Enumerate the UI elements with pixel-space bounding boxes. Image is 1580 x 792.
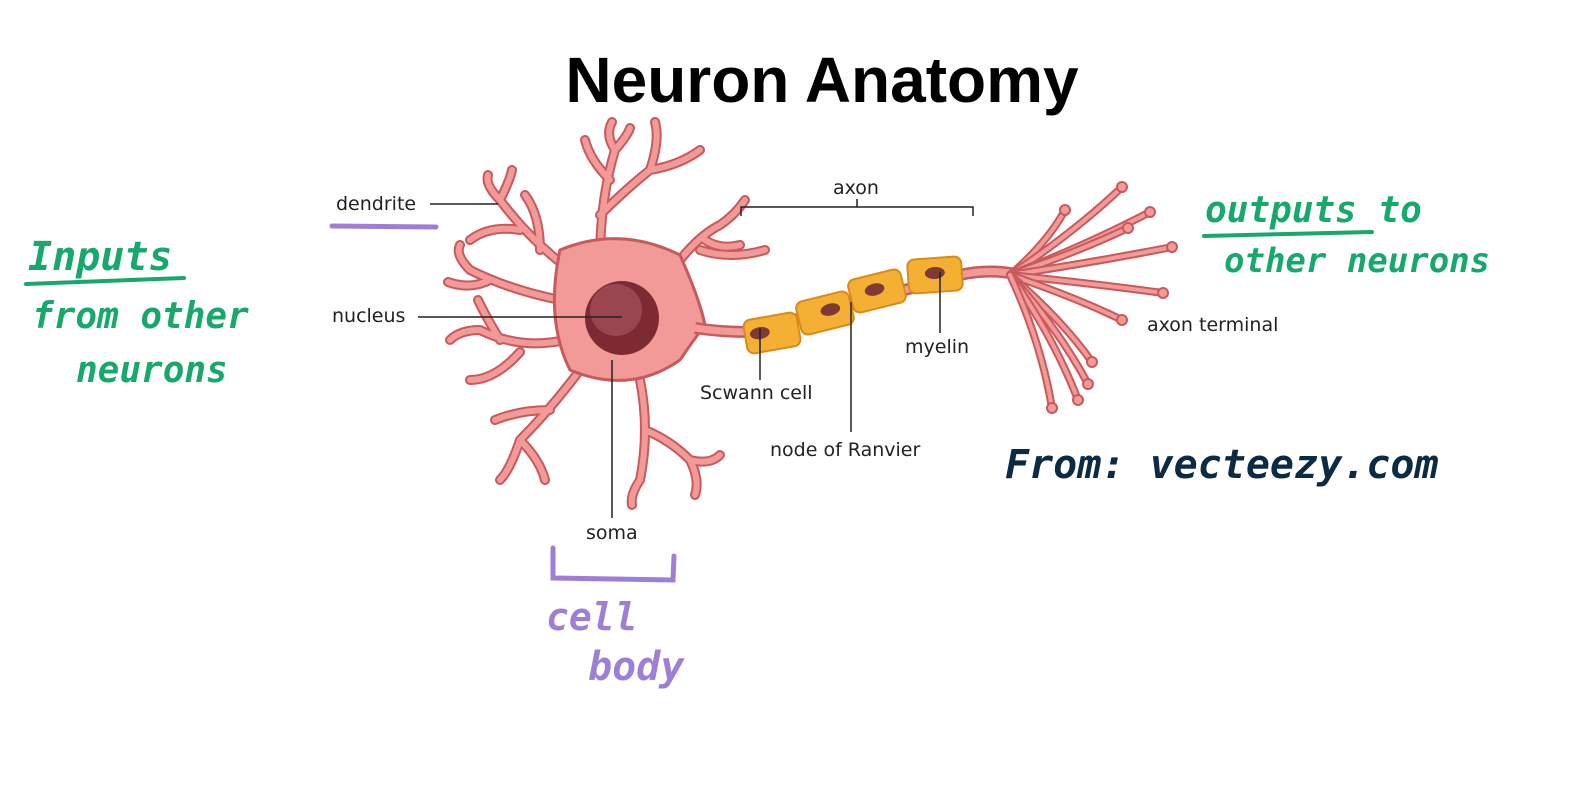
label-axon-terminal: axon terminal	[1147, 314, 1278, 336]
terminal-bulb	[1116, 314, 1128, 326]
outputs-annotation: outputs to other neurons	[1205, 190, 1490, 281]
schwann-cell	[795, 290, 855, 336]
myelin-sheath	[742, 255, 964, 355]
inputs-line-1: Inputs	[28, 234, 173, 280]
label-nucleus: nucleus	[332, 305, 405, 327]
axon-terminals	[1006, 181, 1178, 414]
terminal-bulb	[1046, 402, 1058, 414]
dendrites	[443, 117, 770, 510]
inputs-annotation: Inputs from other neurons	[28, 234, 249, 391]
outputs-underline	[1202, 230, 1374, 238]
cell-body-line-1: cell	[546, 595, 638, 639]
terminal-bulb	[1157, 287, 1169, 299]
terminal-bulb	[1166, 241, 1178, 253]
diagram-title: Neuron Anatomy	[565, 44, 1079, 116]
label-dendrite: dendrite	[336, 193, 416, 215]
schwann-cell	[906, 255, 964, 295]
leader-lines	[418, 199, 974, 518]
outputs-line-1: outputs to	[1205, 190, 1422, 231]
label-myelin: myelin	[905, 336, 969, 358]
terminal-bulb	[1086, 356, 1098, 368]
terminal-bulb	[1116, 181, 1128, 193]
cell-body-annotation: cell body	[546, 595, 685, 690]
label-node-of-ranvier: node of Ranvier	[770, 439, 920, 461]
terminal-bulb	[1144, 206, 1156, 218]
nucleus-shape	[585, 281, 659, 355]
label-schwann-cell: Scwann cell	[700, 382, 813, 404]
terminal-bulb	[1059, 204, 1071, 216]
inputs-line-2: from other	[32, 296, 249, 337]
inputs-line-3: neurons	[76, 350, 228, 391]
schwann-cell	[847, 268, 907, 314]
outputs-line-2: other neurons	[1224, 241, 1490, 281]
cell-body-bracket	[550, 545, 677, 583]
source-annotation: From: vecteezy.com	[1005, 442, 1438, 488]
cell-body-line-2: body	[588, 644, 685, 690]
inputs-underline	[24, 276, 186, 286]
terminal-bulb	[1082, 378, 1094, 390]
terminal-bulb	[1072, 394, 1084, 406]
schwann-cell	[742, 311, 802, 355]
dendrite-underline	[329, 223, 439, 230]
label-axon: axon	[833, 177, 879, 199]
terminal-bulb	[1122, 222, 1134, 234]
label-soma: soma	[586, 522, 638, 544]
